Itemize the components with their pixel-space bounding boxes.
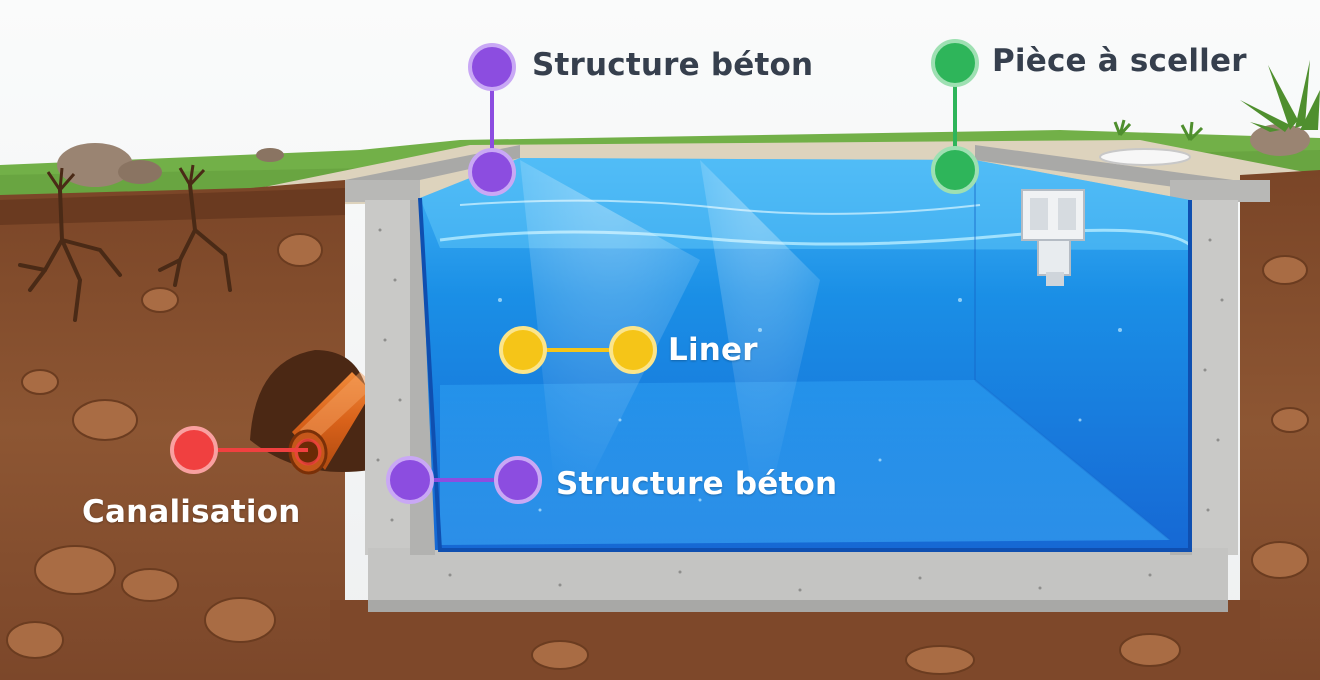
water-bubbles xyxy=(498,298,1122,512)
marker-canalisation-label xyxy=(170,426,218,474)
skimmer-icon xyxy=(1021,189,1085,286)
marker-structure-top-label xyxy=(468,43,516,91)
pool-water xyxy=(420,158,1191,550)
label-liner: Liner xyxy=(668,332,758,368)
rock-icon xyxy=(6,233,1309,675)
marker-piece-point xyxy=(931,146,979,194)
marker-structure-top-point xyxy=(468,148,516,196)
liner-membrane xyxy=(418,197,1192,552)
marker-piece-label xyxy=(931,39,979,87)
label-structure-beton-top: Structure béton xyxy=(532,47,814,83)
plant-icon xyxy=(1240,60,1320,132)
label-structure-beton-bottom: Structure béton xyxy=(556,466,838,502)
grass-sprig-icon xyxy=(1113,119,1204,142)
concrete-speckles xyxy=(376,228,1224,592)
label-piece-a-sceller: Pièce à sceller xyxy=(992,43,1247,79)
marker-liner-label xyxy=(609,326,657,374)
soil-bottom xyxy=(330,600,1260,680)
marker-structure-bottom-label xyxy=(494,456,542,504)
marker-structure-bottom-point xyxy=(386,456,434,504)
grass-tuft-icon xyxy=(46,164,206,191)
surface-rock-icon xyxy=(57,124,1310,187)
topsoil-band xyxy=(0,188,345,225)
root-icon xyxy=(18,183,232,322)
marker-liner-point xyxy=(499,326,547,374)
marker-canalisation-point xyxy=(294,438,322,466)
lid-icon xyxy=(1099,148,1191,166)
label-canalisation: Canalisation xyxy=(82,494,301,530)
